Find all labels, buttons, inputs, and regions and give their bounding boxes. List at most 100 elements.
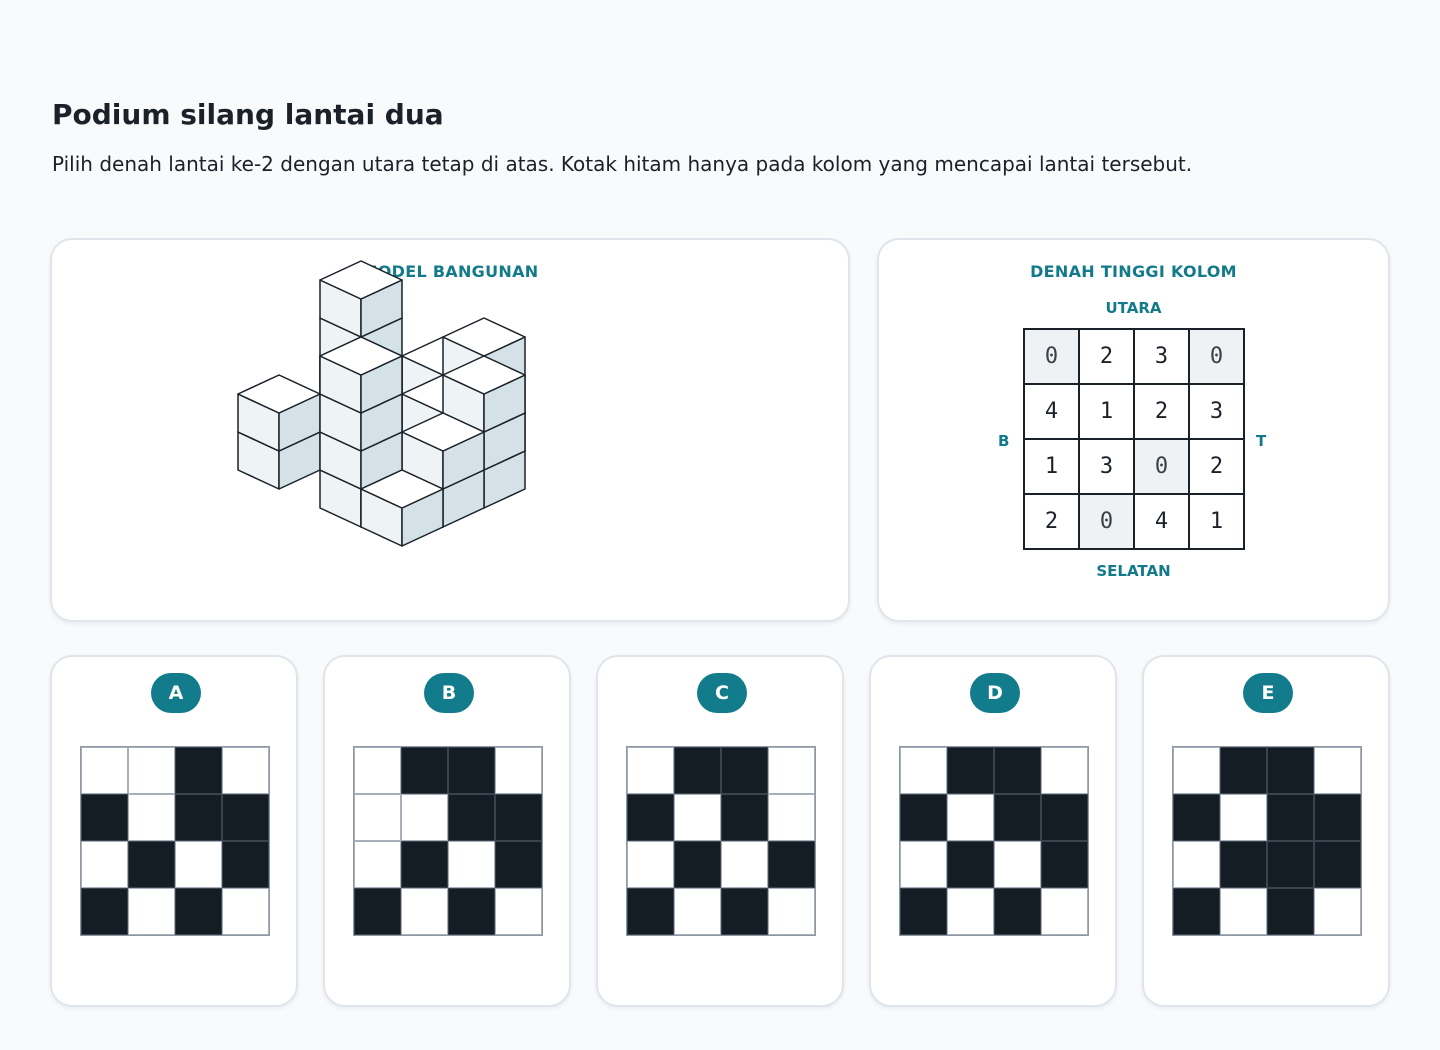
height-cell: 2 [1079, 329, 1134, 384]
floor-plan-grid [899, 746, 1089, 936]
filled-cell [401, 841, 448, 888]
filled-cell [495, 841, 542, 888]
cube [319, 260, 403, 338]
filled-cell [1220, 747, 1267, 794]
empty-cell [448, 841, 495, 888]
empty-cell [401, 888, 448, 935]
filled-cell [1314, 841, 1361, 888]
height-cell: 3 [1134, 329, 1189, 384]
height-cell: 2 [1189, 439, 1244, 494]
height-cell: 4 [1134, 494, 1189, 549]
cube [319, 336, 403, 414]
plan-label: DENAH TINGGI KOLOM [1030, 262, 1237, 281]
filled-cell [448, 747, 495, 794]
filled-cell [222, 794, 269, 841]
empty-cell [674, 888, 721, 935]
empty-cell [128, 888, 175, 935]
filled-cell [994, 747, 1041, 794]
empty-cell [222, 888, 269, 935]
empty-cell [674, 794, 721, 841]
cube [237, 374, 321, 452]
filled-cell [81, 888, 128, 935]
empty-cell [1041, 888, 1088, 935]
empty-cell [1041, 747, 1088, 794]
empty-cell [900, 841, 947, 888]
option-card-a[interactable]: A [50, 655, 298, 1007]
isometric-building [237, 260, 526, 547]
filled-cell [674, 747, 721, 794]
empty-cell [354, 747, 401, 794]
empty-cell [768, 747, 815, 794]
empty-cell [128, 794, 175, 841]
model-card: MODEL BANGUNAN [50, 238, 850, 622]
filled-cell [401, 747, 448, 794]
empty-cell [128, 747, 175, 794]
filled-cell [721, 794, 768, 841]
height-cell: 0 [1079, 494, 1134, 549]
empty-cell [81, 841, 128, 888]
filled-cell [1041, 794, 1088, 841]
empty-cell [1173, 747, 1220, 794]
empty-cell [354, 794, 401, 841]
model-label: MODEL BANGUNAN [361, 262, 539, 281]
option-card-d[interactable]: D [869, 655, 1117, 1007]
filled-cell [627, 888, 674, 935]
filled-cell [947, 841, 994, 888]
option-badge: A [151, 673, 201, 713]
filled-cell [1220, 841, 1267, 888]
floor-plan-grid [80, 746, 270, 936]
cube [360, 469, 444, 547]
option-card-c[interactable]: C [596, 655, 844, 1007]
compass-west: B [998, 432, 1010, 450]
instructions: Pilih denah lantai ke-2 dengan utara tet… [52, 152, 1193, 176]
empty-cell [1220, 888, 1267, 935]
filled-cell [1267, 888, 1314, 935]
filled-cell [495, 794, 542, 841]
filled-cell [768, 841, 815, 888]
filled-cell [1267, 841, 1314, 888]
empty-cell [994, 841, 1041, 888]
page-title: Podium silang lantai dua [52, 98, 444, 131]
option-card-e[interactable]: E [1142, 655, 1390, 1007]
empty-cell [947, 794, 994, 841]
empty-cell [175, 841, 222, 888]
floor-plan-grid [626, 746, 816, 936]
filled-cell [900, 794, 947, 841]
filled-cell [994, 888, 1041, 935]
filled-cell [448, 794, 495, 841]
filled-cell [721, 747, 768, 794]
filled-cell [1267, 747, 1314, 794]
filled-cell [1314, 794, 1361, 841]
compass-south: SELATAN [1096, 562, 1171, 580]
filled-cell [222, 841, 269, 888]
filled-cell [947, 747, 994, 794]
option-badge: D [970, 673, 1020, 713]
height-cell: 2 [1134, 384, 1189, 439]
empty-cell [1173, 841, 1220, 888]
height-cell: 3 [1079, 439, 1134, 494]
compass-east: T [1256, 432, 1267, 450]
height-cell: 0 [1134, 439, 1189, 494]
height-cell: 2 [1024, 494, 1079, 549]
compass-north: UTARA [1105, 299, 1162, 317]
filled-cell [354, 888, 401, 935]
option-badge: E [1243, 673, 1293, 713]
empty-cell [900, 747, 947, 794]
empty-cell [627, 747, 674, 794]
empty-cell [768, 888, 815, 935]
option-card-b[interactable]: B [323, 655, 571, 1007]
filled-cell [1267, 794, 1314, 841]
height-cell: 1 [1079, 384, 1134, 439]
empty-cell [768, 794, 815, 841]
filled-cell [627, 794, 674, 841]
empty-cell [1314, 747, 1361, 794]
empty-cell [401, 794, 448, 841]
filled-cell [128, 841, 175, 888]
filled-cell [175, 747, 222, 794]
filled-cell [1173, 888, 1220, 935]
height-cell: 1 [1189, 494, 1244, 549]
filled-cell [81, 794, 128, 841]
height-cell: 1 [1024, 439, 1079, 494]
